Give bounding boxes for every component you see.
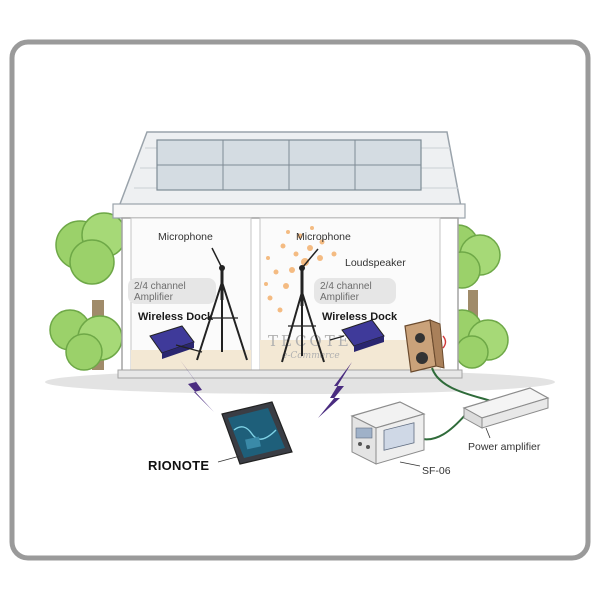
- wireless-dock-right-device: [329, 319, 385, 352]
- lightning-right-icon: [318, 362, 352, 418]
- label-amplifier-left-2: Amplifier: [134, 292, 174, 303]
- label-amplifier-right-2: Amplifier: [320, 292, 360, 303]
- house-roof: [112, 131, 466, 219]
- loudspeaker-icon: [404, 319, 447, 373]
- tripod-right: [281, 270, 325, 363]
- label-microphone-left: Microphone: [158, 231, 213, 243]
- label-amplifier-left-1: 2/4 channel: [134, 281, 186, 292]
- watermark-text-1: TECOTEC: [268, 332, 366, 350]
- label-amplifier-right-1: 2/4 channel: [320, 281, 372, 292]
- tree-left: [49, 212, 127, 371]
- lightning-left-icon: [180, 360, 214, 412]
- amplifier-left-pill: [128, 278, 216, 304]
- sf06-device: [350, 401, 426, 465]
- label-wireless-dock-left: Wireless Dock: [138, 311, 214, 323]
- label-rionote: RIONOTE: [148, 458, 209, 473]
- label-wireless-dock-right: Wireless Dock: [322, 311, 398, 323]
- watermark-sunburst: [264, 226, 337, 313]
- wireless-dock-left-device: [149, 325, 203, 359]
- watermark-text-2: e-Commerce: [282, 351, 340, 361]
- power-amplifier-device: [462, 387, 550, 429]
- amplifier-right-pill: [314, 278, 396, 304]
- label-sf06: SF-06: [422, 465, 451, 477]
- rionote-tablet: [221, 401, 293, 465]
- leader-sf06: [399, 461, 421, 467]
- leader-rionote: [217, 455, 241, 463]
- label-loudspeaker: Loudspeaker: [345, 257, 406, 269]
- microphone-right-icon: [299, 248, 319, 271]
- microphone-left-icon: [211, 247, 225, 271]
- leader-power-amp: [485, 427, 491, 439]
- label-microphone-right: Microphone: [296, 231, 351, 243]
- tripod-left: [196, 270, 248, 361]
- label-power-amplifier: Power amplifier: [468, 441, 541, 453]
